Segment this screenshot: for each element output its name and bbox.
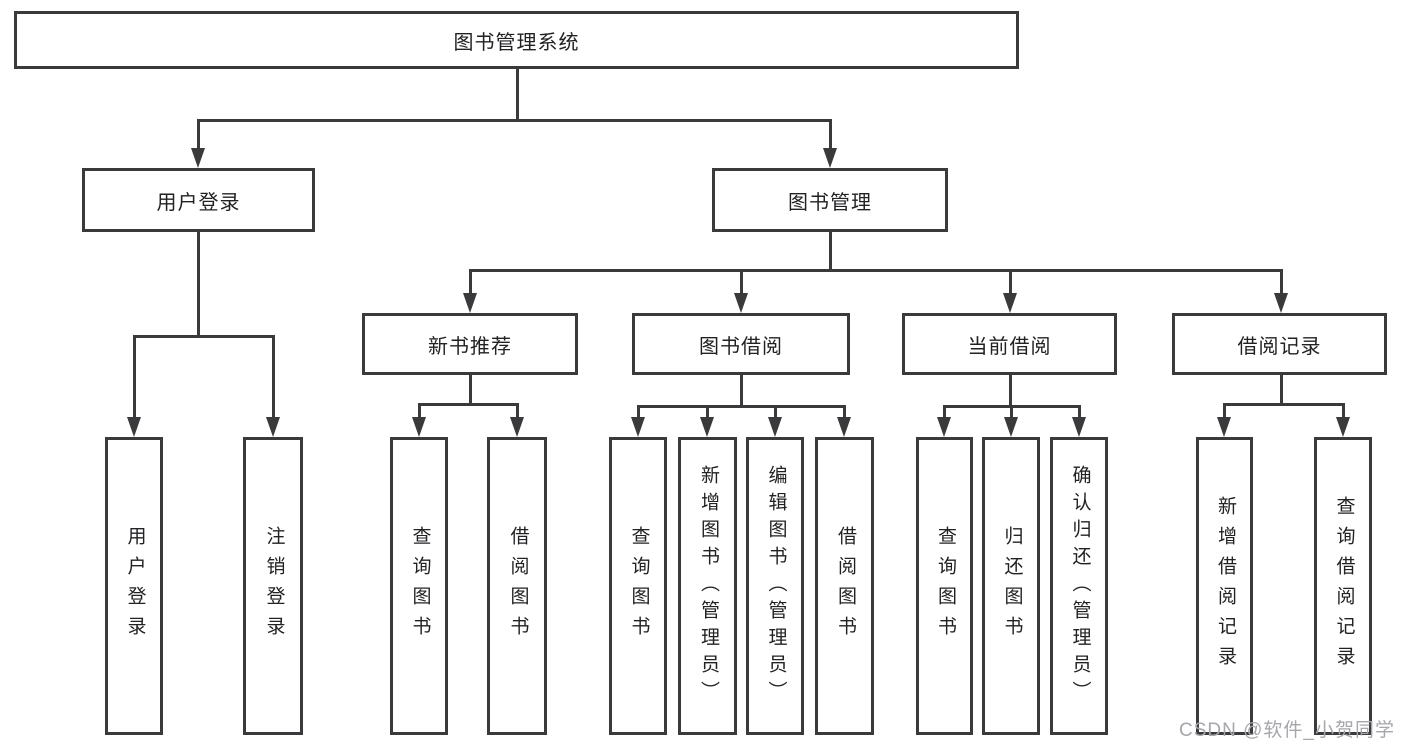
node-nbr-query-books: 查询图书: [390, 437, 448, 735]
connector-root-stem: [516, 69, 519, 122]
node-nbr-borrow-books-label: 借阅图书: [507, 526, 529, 646]
connector-to-bb-query-books: [637, 405, 640, 419]
connector-to-nbr-query-books: [418, 403, 421, 419]
connector-br-stem: [1280, 375, 1283, 406]
arrowhead-to-bb-query-books: [631, 417, 645, 437]
arrowhead-to-cb-return-books: [1004, 417, 1018, 437]
connector-bb-stem: [740, 375, 743, 408]
csdn-watermark: CSDN @软件_小贺同学: [1179, 720, 1395, 741]
node-user-login: 用户登录: [82, 168, 315, 232]
arrowhead-to-cb-query-books: [937, 417, 951, 437]
connector-to-bb-borrow-books: [843, 405, 846, 419]
connector-to-borrowing-records: [1280, 269, 1283, 295]
node-book-borrowing: 图书借阅: [632, 313, 850, 375]
connector-root-split: [197, 119, 832, 122]
connector-to-leaf-user-login: [133, 335, 136, 419]
arrowhead-to-current-borrowing: [1003, 293, 1017, 313]
arrowhead-to-bb-borrow-books: [837, 417, 851, 437]
connector-to-nbr-borrow-books: [516, 403, 519, 419]
connector-to-cb-query-books: [943, 405, 946, 419]
connector-to-current-borrowing: [1009, 269, 1012, 295]
node-borrowing-records: 借阅记录: [1172, 313, 1387, 375]
connector-book-management-split: [469, 269, 1282, 272]
arrowhead-to-book-management: [823, 148, 837, 168]
arrowhead-to-user-login: [191, 148, 205, 168]
node-bb-edit-books-admin-label: 编辑图书（管理员）: [765, 464, 787, 708]
connector-cb-stem: [1009, 375, 1012, 408]
node-bb-borrow-books: 借阅图书: [815, 437, 874, 735]
connector-to-br-add-record: [1223, 403, 1226, 419]
node-nbr-query-books-label: 查询图书: [409, 526, 431, 646]
connector-nbr-stem: [469, 375, 472, 406]
arrowhead-to-leaf-user-login: [127, 417, 141, 437]
connector-to-book-borrowing: [740, 269, 743, 295]
connector-bb-split: [637, 405, 845, 408]
node-nbr-borrow-books: 借阅图书: [487, 437, 547, 735]
node-cb-confirm-return-admin: 确认归还（管理员）: [1050, 437, 1108, 735]
node-bb-borrow-books-label: 借阅图书: [834, 526, 856, 646]
node-cb-confirm-return-admin-label: 确认归还（管理员）: [1069, 464, 1091, 708]
arrowhead-to-book-borrowing: [734, 293, 748, 313]
connector-to-cb-confirm-return: [1078, 405, 1081, 419]
node-br-add-record-label: 新增借阅记录: [1214, 496, 1236, 676]
connector-to-book-management: [829, 119, 832, 150]
arrowhead-to-borrowing-records: [1274, 293, 1288, 313]
node-br-query-record: 查询借阅记录: [1314, 437, 1372, 735]
connector-nbr-split: [418, 403, 519, 406]
node-root: 图书管理系统: [14, 11, 1019, 69]
connector-to-user-login: [197, 119, 200, 150]
connector-to-br-query-record: [1342, 403, 1345, 419]
arrowhead-to-nbr-query-books: [412, 417, 426, 437]
connector-to-leaf-logout: [272, 335, 275, 419]
node-leaf-user-login-label: 用户登录: [124, 526, 146, 646]
node-bb-query-books: 查询图书: [609, 437, 667, 735]
arrowhead-to-bb-edit-books: [768, 417, 782, 437]
node-bb-add-books-admin-label: 新增图书（管理员）: [697, 464, 719, 708]
connector-to-bb-edit-books: [774, 405, 777, 419]
node-bb-query-books-label: 查询图书: [628, 526, 650, 646]
connector-book-management-stem: [829, 232, 832, 272]
node-bb-edit-books-admin: 编辑图书（管理员）: [746, 437, 804, 735]
connector-user-login-split: [133, 335, 275, 338]
node-cb-return-books: 归还图书: [982, 437, 1040, 735]
node-new-book-recommendation: 新书推荐: [362, 313, 578, 375]
connector-user-login-stem: [197, 232, 200, 338]
node-br-query-record-label: 查询借阅记录: [1333, 496, 1355, 676]
node-br-add-record: 新增借阅记录: [1196, 437, 1253, 735]
arrowhead-to-bb-add-books: [700, 417, 714, 437]
connector-to-new-book-recommendation: [469, 269, 472, 295]
node-current-borrowing: 当前借阅: [902, 313, 1117, 375]
node-bb-add-books-admin: 新增图书（管理员）: [678, 437, 737, 735]
node-cb-query-books-label: 查询图书: [934, 526, 956, 646]
arrowhead-to-leaf-logout: [266, 417, 280, 437]
arrowhead-to-new-book-recommendation: [463, 293, 477, 313]
arrowhead-to-cb-confirm-return: [1072, 417, 1086, 437]
connector-to-cb-return-books: [1010, 405, 1013, 419]
node-cb-return-books-label: 归还图书: [1001, 526, 1023, 646]
node-leaf-logout-label: 注销登录: [263, 526, 285, 646]
node-leaf-logout: 注销登录: [243, 437, 303, 735]
arrowhead-to-br-add-record: [1217, 417, 1231, 437]
node-cb-query-books: 查询图书: [916, 437, 973, 735]
arrowhead-to-br-query-record: [1336, 417, 1350, 437]
node-book-management: 图书管理: [712, 168, 948, 232]
connector-br-split: [1223, 403, 1344, 406]
arrowhead-to-nbr-borrow-books: [510, 417, 524, 437]
node-leaf-user-login: 用户登录: [105, 437, 163, 735]
connector-to-bb-add-books: [706, 405, 709, 419]
